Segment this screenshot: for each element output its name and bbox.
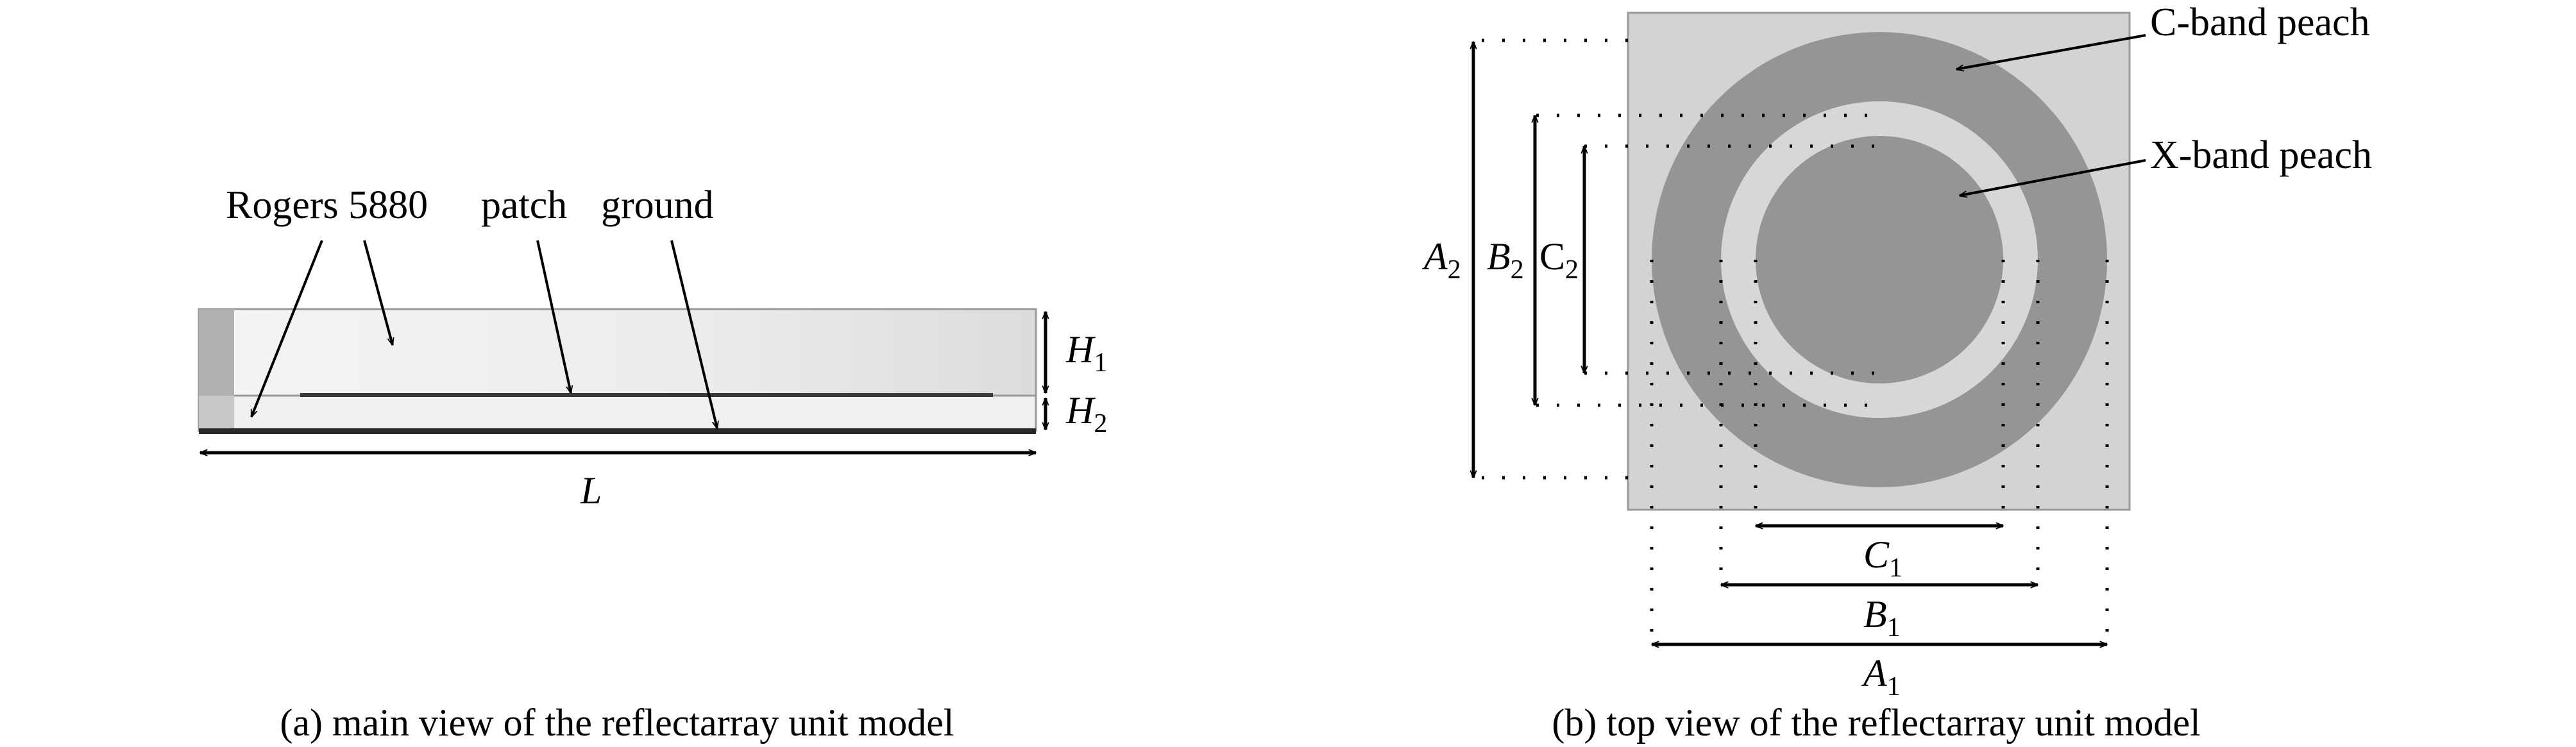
b2-label: B2 [1487, 235, 1524, 285]
ground-plane [199, 428, 1036, 434]
patch-layer [300, 393, 993, 397]
substrate-upper-layer [198, 308, 1037, 397]
x-band-label: X-band peach [2150, 133, 2372, 177]
top-view-caption: (b) top view of the reflectarray unit mo… [1552, 701, 2200, 744]
x-band-patch [1756, 136, 2003, 383]
c1-label: C1 [1863, 533, 1902, 583]
rogers-leader-upper [363, 240, 393, 345]
rogers-5880-label: Rogers 5880 [226, 183, 428, 227]
main-view-caption: (a) main view of the reflectarray unit m… [280, 701, 954, 744]
rogers-leader-lower [250, 240, 323, 417]
substrate-side-face [199, 309, 234, 396]
c-band-leader [1956, 34, 2146, 69]
h1-label: H1 [1065, 328, 1107, 378]
patch-label: patch [481, 183, 567, 227]
a1-label: A1 [1861, 652, 1901, 701]
top-view-panel: A2 B2 C2 C1 B1 A1 C-band peach X-band pe… [1421, 1, 2372, 744]
b1-label: B1 [1863, 593, 1901, 642]
substrate-lower-layer [198, 394, 1037, 432]
ground-leader [670, 240, 717, 428]
a2-label: A2 [1421, 235, 1461, 285]
patch-leader [536, 240, 571, 393]
main-view-panel: Rogers 5880 patch ground H1 H2 L (a) mai… [198, 183, 1107, 744]
c2-label: C2 [1539, 235, 1579, 285]
l-label: L [580, 469, 602, 512]
ground-label: ground [601, 183, 714, 227]
x-band-leader [1960, 159, 2146, 196]
c-band-label: C-band peach [2150, 1, 2370, 44]
substrate-side-face-lower [199, 396, 234, 431]
h2-label: H2 [1065, 389, 1107, 439]
